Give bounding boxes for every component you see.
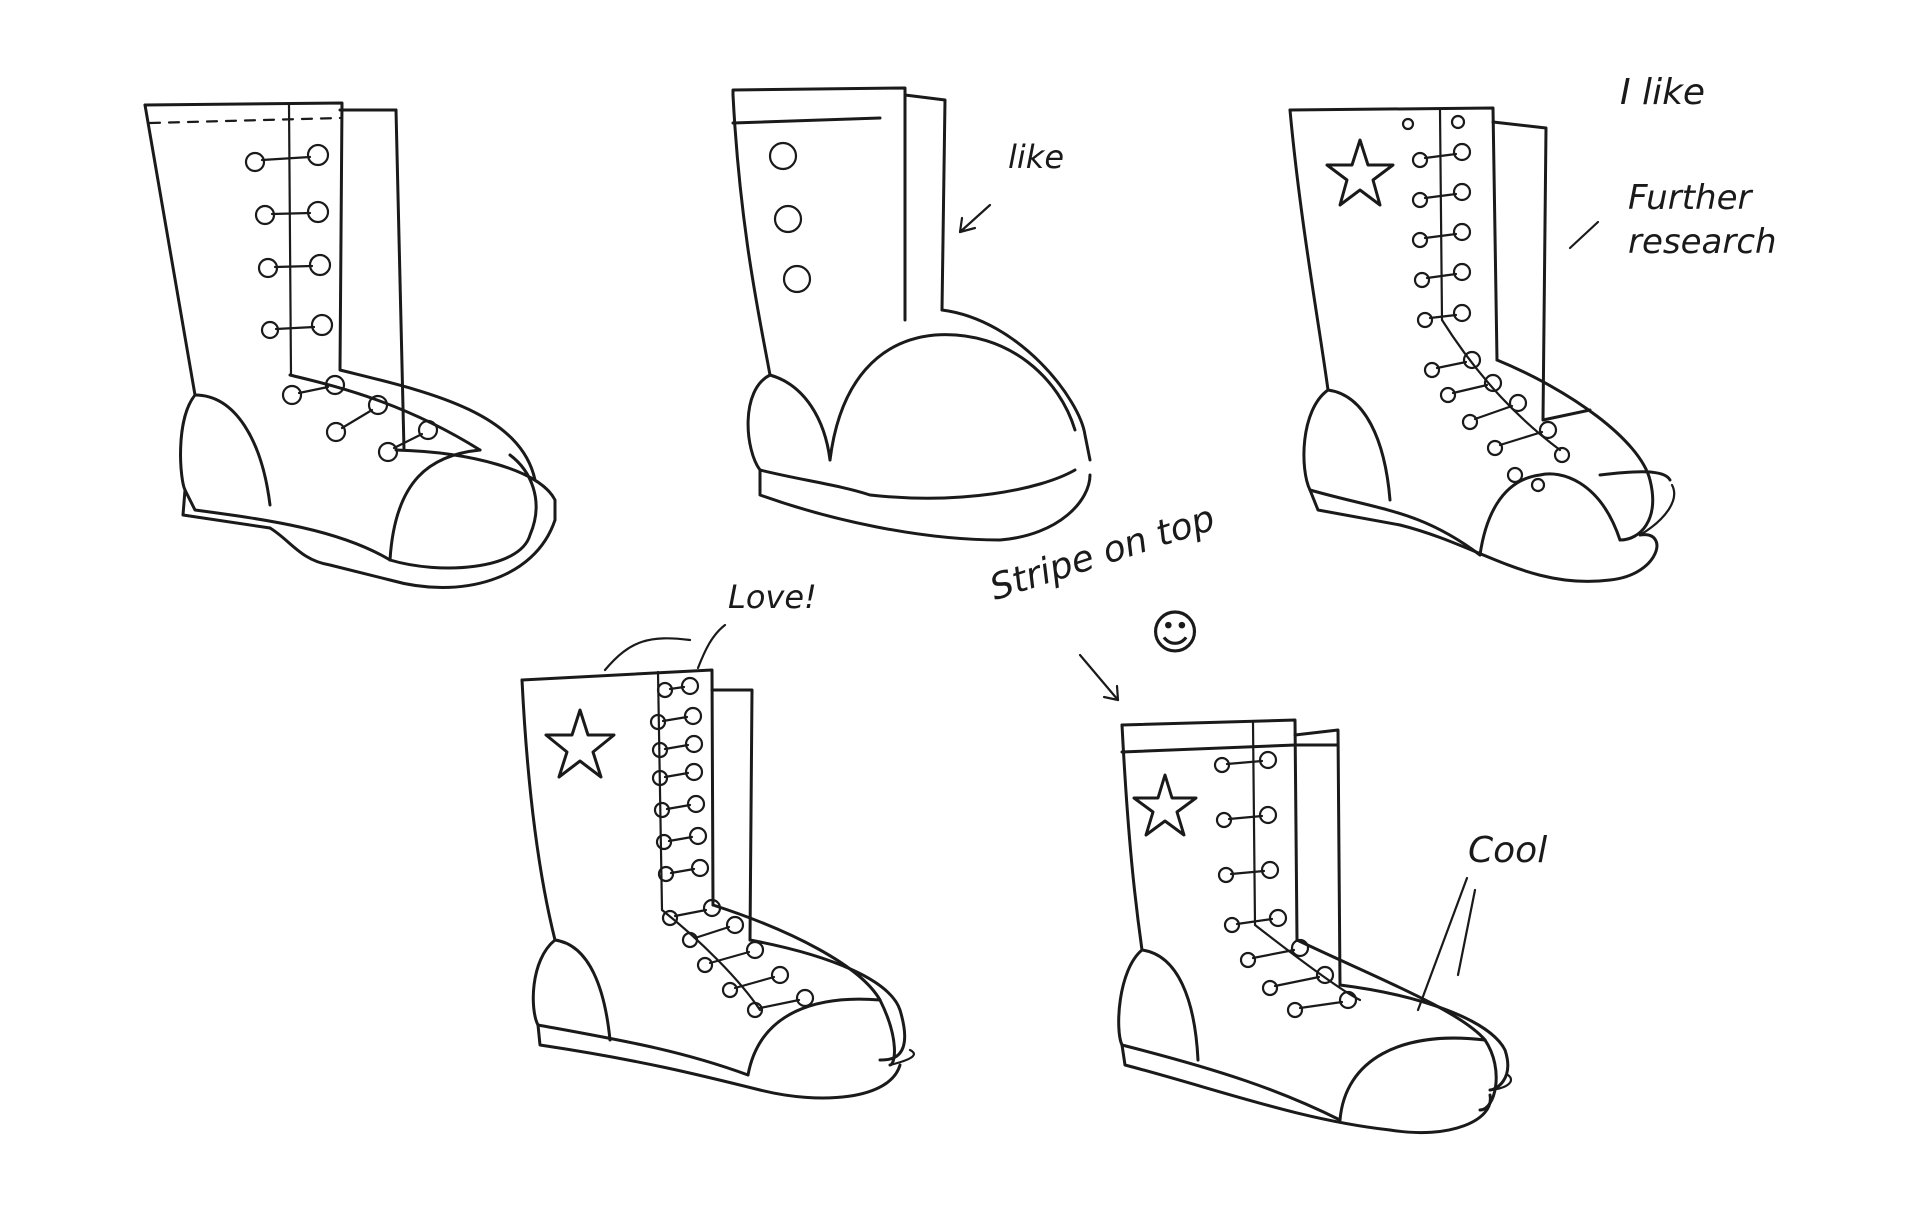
boot-sketch-1 — [143, 101, 557, 589]
note-research: research — [1628, 222, 1777, 262]
boot-sketch-3 — [1288, 106, 1676, 583]
button-icons — [768, 141, 812, 294]
note-like: like — [1008, 138, 1064, 176]
smiley-icon: ☺ — [1150, 605, 1201, 661]
boot-sketch-2 — [731, 86, 1092, 542]
note-further: Further — [1628, 178, 1752, 218]
note-love: Love! — [728, 578, 817, 616]
note-i-like: I like — [1620, 72, 1706, 113]
note-cool: Cool — [1468, 830, 1548, 871]
boot-sketch-4 — [520, 623, 916, 1100]
boot-sketch-5 — [1078, 653, 1513, 1135]
